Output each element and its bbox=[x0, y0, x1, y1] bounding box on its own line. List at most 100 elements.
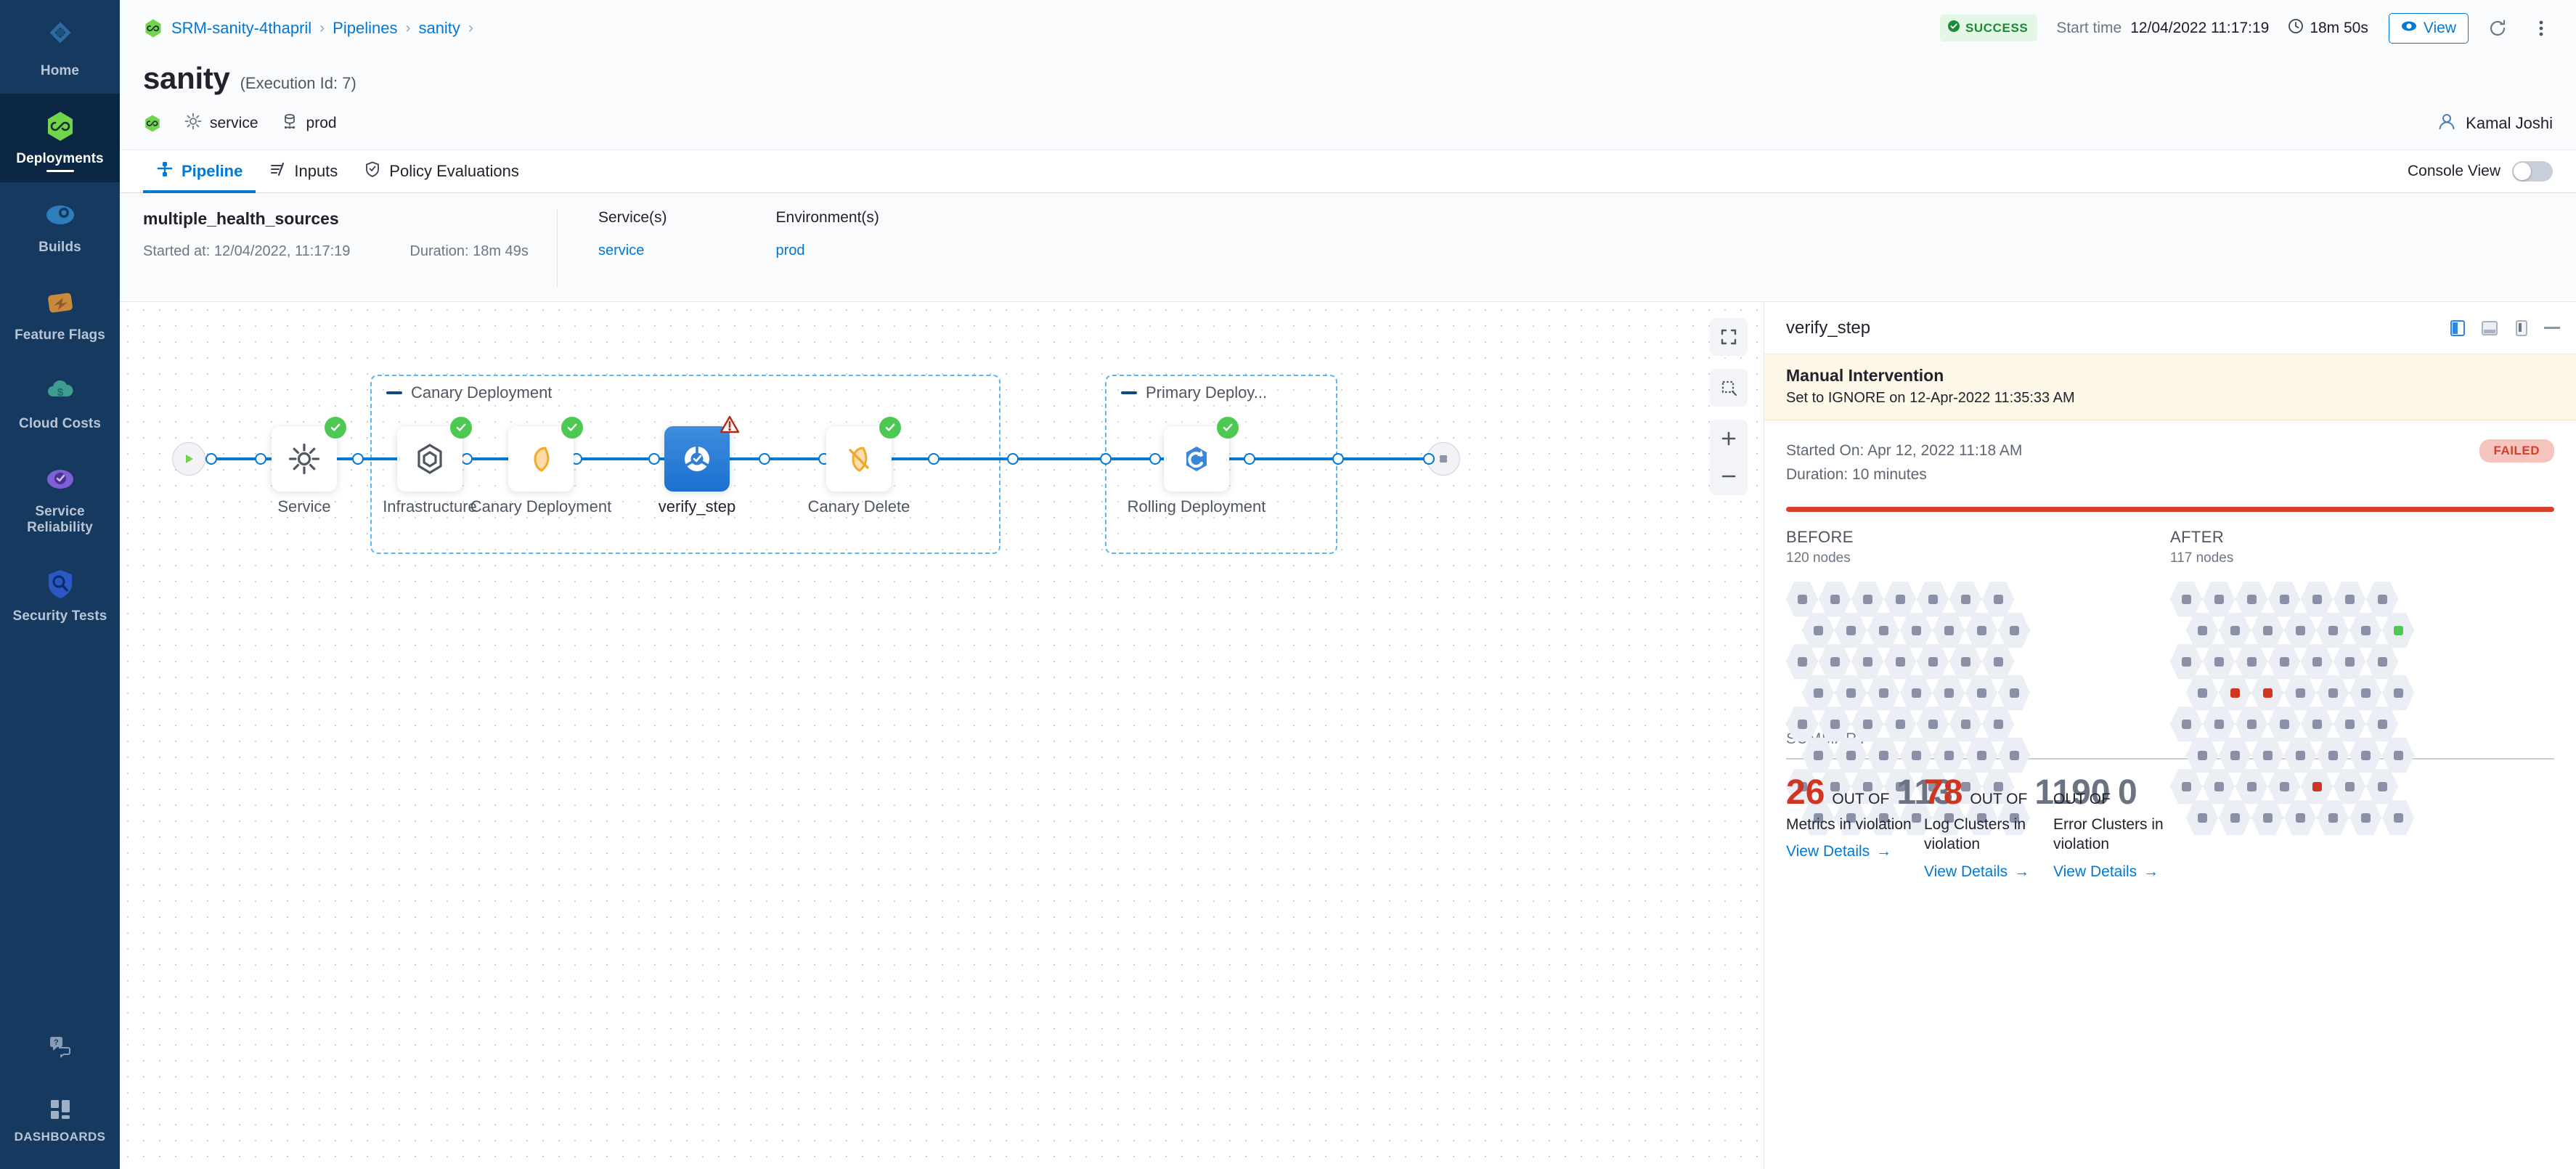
node-hex[interactable] bbox=[1884, 643, 1916, 680]
node-hex[interactable] bbox=[2235, 768, 2267, 805]
view-details-link[interactable]: View Details → bbox=[1786, 843, 1891, 860]
node-hex[interactable] bbox=[2349, 612, 2381, 648]
node-hex[interactable] bbox=[1786, 643, 1818, 680]
node-hex[interactable] bbox=[2301, 706, 2333, 742]
node-hex[interactable] bbox=[2186, 799, 2218, 836]
view-details-link[interactable]: View Details → bbox=[1924, 863, 2029, 881]
node-hex[interactable] bbox=[2317, 737, 2349, 773]
node-hex[interactable] bbox=[2186, 612, 2218, 648]
node-hex[interactable] bbox=[1982, 643, 2014, 680]
node-hex[interactable] bbox=[2382, 799, 2414, 836]
sidebar-item-security-tests[interactable]: Security Tests bbox=[0, 551, 120, 639]
node-hex[interactable] bbox=[2334, 581, 2365, 617]
node-hex[interactable] bbox=[1949, 706, 1981, 742]
node-hex[interactable] bbox=[2219, 612, 2251, 648]
node-hex[interactable] bbox=[2170, 643, 2202, 680]
node-hex[interactable] bbox=[2268, 581, 2300, 617]
node-hex[interactable] bbox=[2203, 643, 2235, 680]
sidebar-item-deployments[interactable]: Deployments bbox=[0, 94, 120, 182]
node-hex[interactable] bbox=[2349, 675, 2381, 711]
node-hex[interactable] bbox=[2284, 675, 2316, 711]
sidebar-item-service-reliability[interactable]: Service Reliability bbox=[0, 447, 120, 551]
node-hex[interactable] bbox=[1851, 581, 1883, 617]
node-hex[interactable] bbox=[1851, 706, 1883, 742]
node-hex[interactable] bbox=[1819, 643, 1851, 680]
sidebar-item-builds[interactable]: Builds bbox=[0, 182, 120, 270]
tab-policy-evaluations[interactable]: Policy Evaluations bbox=[351, 150, 532, 192]
breadcrumb-item-project[interactable]: SRM-sanity-4thapril bbox=[171, 18, 312, 37]
node-hex[interactable] bbox=[1965, 799, 1997, 836]
node-hex[interactable] bbox=[1933, 799, 1965, 836]
panel-right-icon[interactable] bbox=[2448, 319, 2467, 338]
graph-start-node[interactable] bbox=[172, 442, 205, 476]
sidebar-item-home[interactable]: Home bbox=[0, 6, 120, 94]
node-hex[interactable] bbox=[2219, 675, 2251, 711]
node-hex[interactable] bbox=[1835, 799, 1867, 836]
node-hex[interactable] bbox=[2203, 706, 2235, 742]
node-hex[interactable] bbox=[1802, 737, 1834, 773]
node-hex[interactable] bbox=[1867, 737, 1899, 773]
node-hex[interactable] bbox=[1884, 768, 1916, 805]
node-hex[interactable] bbox=[1802, 612, 1834, 648]
node-box[interactable] bbox=[397, 426, 462, 492]
breadcrumb-item-pipeline[interactable]: sanity bbox=[418, 18, 460, 37]
node-hex[interactable] bbox=[1965, 612, 1997, 648]
node-hex[interactable] bbox=[2251, 612, 2283, 648]
node-hex[interactable] bbox=[1998, 675, 2030, 711]
node-hex[interactable] bbox=[2301, 768, 2333, 805]
node-hex[interactable] bbox=[2235, 581, 2267, 617]
node-hex[interactable] bbox=[2219, 737, 2251, 773]
node-hex[interactable] bbox=[1917, 581, 1949, 617]
node-hex[interactable] bbox=[2366, 581, 2398, 617]
node-hex[interactable] bbox=[1835, 675, 1867, 711]
node-hex[interactable] bbox=[1884, 706, 1916, 742]
node-hex[interactable] bbox=[1835, 737, 1867, 773]
node-hex[interactable] bbox=[1949, 643, 1981, 680]
node-hex[interactable] bbox=[2317, 612, 2349, 648]
environments-value[interactable]: prod bbox=[775, 243, 805, 258]
tab-inputs[interactable]: Inputs bbox=[256, 150, 351, 192]
sidebar-item-dashboards[interactable]: DASHBOARDS bbox=[0, 1081, 120, 1169]
node-hex[interactable] bbox=[2268, 768, 2300, 805]
node-hex[interactable] bbox=[2334, 706, 2365, 742]
node-hex[interactable] bbox=[1917, 706, 1949, 742]
node-hex[interactable] bbox=[1819, 768, 1851, 805]
node-hex[interactable] bbox=[1884, 581, 1916, 617]
node-hex[interactable] bbox=[2382, 737, 2414, 773]
node-hex[interactable] bbox=[2251, 737, 2283, 773]
node-hex[interactable] bbox=[2382, 675, 2414, 711]
node-hex[interactable] bbox=[1965, 737, 1997, 773]
node-hex[interactable] bbox=[2366, 643, 2398, 680]
node-hex[interactable] bbox=[1998, 799, 2030, 836]
node-hex[interactable] bbox=[2268, 643, 2300, 680]
view-details-link[interactable]: View Details → bbox=[2053, 863, 2159, 881]
after-node-grid[interactable] bbox=[2170, 581, 2554, 823]
node-hex[interactable] bbox=[2366, 706, 2398, 742]
node-hex[interactable] bbox=[2317, 799, 2349, 836]
node-hex[interactable] bbox=[1802, 799, 1834, 836]
node-hex[interactable] bbox=[2170, 581, 2202, 617]
node-box[interactable] bbox=[826, 426, 892, 492]
node-hex[interactable] bbox=[1819, 706, 1851, 742]
minimize-icon[interactable] bbox=[2544, 327, 2560, 329]
node-hex[interactable] bbox=[1867, 612, 1899, 648]
node-hex[interactable] bbox=[1933, 612, 1965, 648]
node-hex[interactable] bbox=[1933, 675, 1965, 711]
more-vertical-icon[interactable] bbox=[2527, 14, 2556, 43]
node-hex[interactable] bbox=[1917, 768, 1949, 805]
console-view-toggle[interactable] bbox=[2512, 161, 2553, 182]
node-hex[interactable] bbox=[1982, 768, 2014, 805]
panel-float-icon[interactable] bbox=[2512, 319, 2531, 338]
node-hex[interactable] bbox=[2251, 799, 2283, 836]
node-hex[interactable] bbox=[1867, 799, 1899, 836]
node-hex[interactable] bbox=[2284, 612, 2316, 648]
node-hex[interactable] bbox=[2284, 799, 2316, 836]
node-hex[interactable] bbox=[2268, 706, 2300, 742]
node-hex[interactable] bbox=[2186, 737, 2218, 773]
node-hex[interactable] bbox=[2203, 581, 2235, 617]
node-hex[interactable] bbox=[1933, 737, 1965, 773]
node-hex[interactable] bbox=[1998, 737, 2030, 773]
zoom-out-icon[interactable] bbox=[1710, 457, 1748, 495]
node-hex[interactable] bbox=[1949, 768, 1981, 805]
node-hex[interactable] bbox=[1835, 612, 1867, 648]
